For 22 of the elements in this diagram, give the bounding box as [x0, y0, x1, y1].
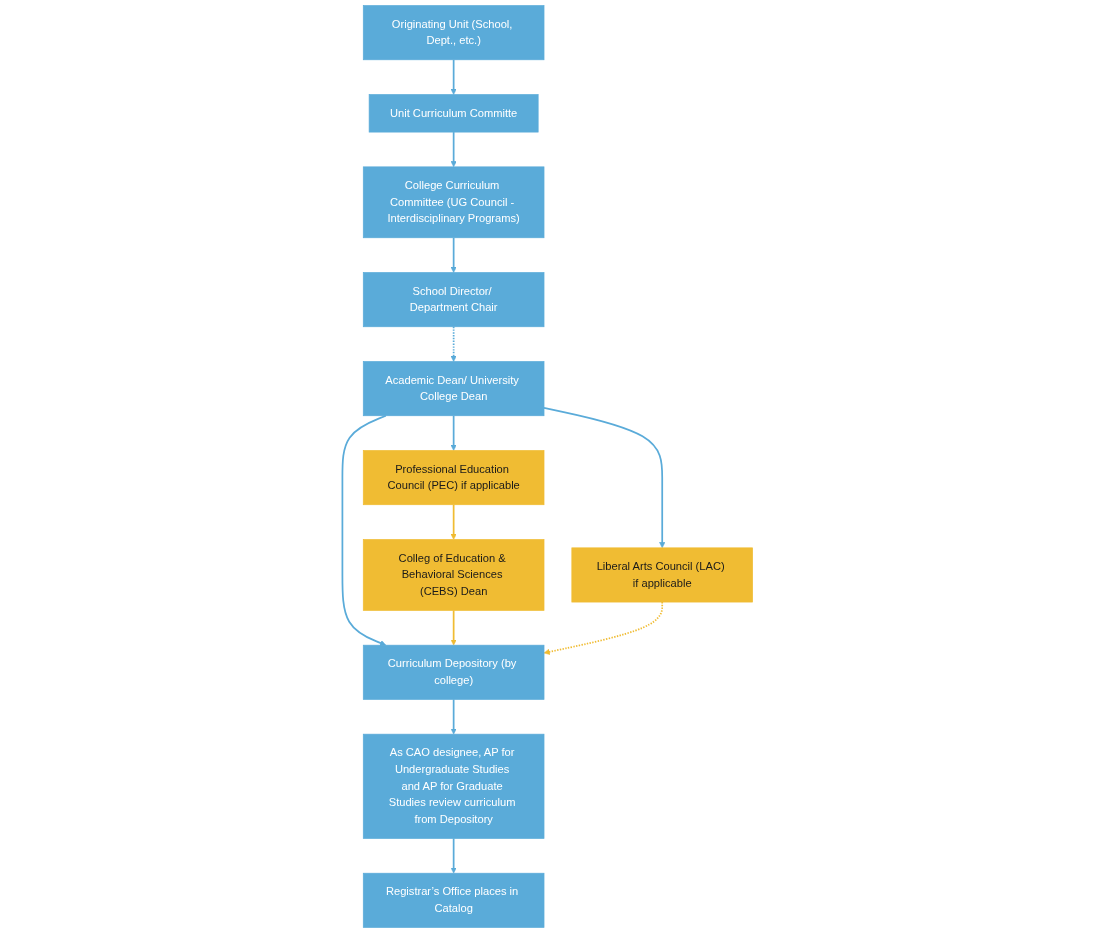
- arrow: [450, 325, 457, 362]
- arrow: [450, 414, 457, 451]
- node-box: Curriculum Depository (by college): [362, 644, 545, 700]
- node-box: Originating Unit (School, Dept., etc.): [362, 5, 545, 61]
- node-box: School Director/ Department Chair: [362, 272, 545, 328]
- arrow: [543, 407, 666, 549]
- node-box: Unit Curriculum Committe: [368, 94, 539, 133]
- arrow: [450, 837, 457, 874]
- node-box: Academic Dean/ University College Dean: [362, 361, 545, 417]
- node-box: Colleg of Education & Behavioral Sciences (CEBS) Dean: [362, 539, 545, 611]
- arrow: [450, 609, 457, 646]
- arrow: [450, 236, 457, 273]
- node-box: Liberal Arts Council (LAC) if applicable: [571, 547, 753, 603]
- arrow: [450, 503, 457, 540]
- node-box: College Curriculum Committee (UG Council - Interdisciplinary Programs): [362, 166, 545, 239]
- arrow: [450, 131, 457, 168]
- node-box: As CAO designee, AP for Undergraduate Studies and AP for Graduate Studies review curriculum from Depository: [362, 733, 545, 839]
- node-box: Registrar’s Office places in Catalog: [362, 872, 545, 928]
- arrow: [341, 414, 387, 646]
- arrow: [450, 698, 457, 735]
- node-box: Professional Education Council (PEC) if applicable: [362, 450, 545, 506]
- arrow: [450, 58, 457, 95]
